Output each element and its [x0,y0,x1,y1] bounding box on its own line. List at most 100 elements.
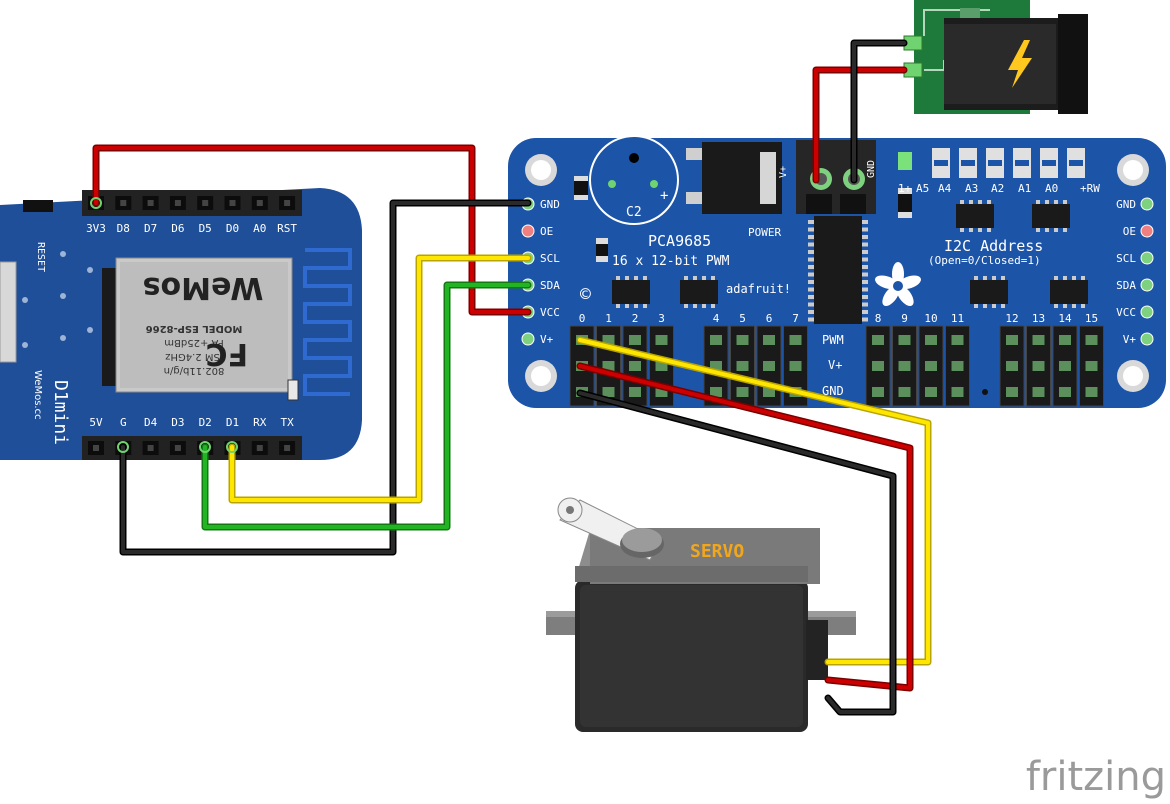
terminal-vplus-label: V+ [778,166,789,178]
servo-header-pin[interactable] [710,361,722,371]
servo-header-pin[interactable] [736,335,749,345]
lightning-icon [1008,40,1032,88]
channel-label: 11 [951,312,964,325]
chip-subtitle: 16 x 12-bit PWM [612,254,730,269]
pca9685-ic [814,216,862,324]
channel-label: 2 [632,312,639,325]
servo-header-pin[interactable] [629,387,641,397]
pca-left-pin[interactable] [521,224,535,238]
channel-label: 6 [766,312,773,325]
wemos-module-logo: WeMos [143,270,264,305]
antenna-trace [303,248,352,396]
servo-header-pin[interactable] [1059,335,1071,345]
servo-header-pin[interactable] [1085,387,1098,397]
vplus-row-label: V+ [828,358,842,372]
servo-header-pin[interactable] [763,335,775,345]
address-label: A3 [965,182,978,195]
gnd-row-label: GND [822,384,844,398]
servo-header-pin[interactable] [898,361,911,371]
i2c-address-title: I2C Address [944,237,1043,255]
servo-header-pin[interactable] [1032,361,1045,371]
servo-header-pin[interactable] [1006,387,1018,397]
servo-header-pin[interactable] [925,335,937,345]
reset-label: RESET [35,242,46,272]
terminal-gnd-label: GND [866,160,877,178]
pca-right-pin[interactable] [1140,305,1154,319]
servo-header-pin[interactable] [789,335,802,345]
cap-label: C2 [626,205,642,220]
pca-right-pin[interactable] [1140,197,1154,211]
pca-left-pin-label: V+ [540,333,554,346]
address-label: 1+ [898,182,912,195]
adafruit-flower-logo [875,262,921,307]
servo-header-pin[interactable] [1085,361,1098,371]
wemos-top-pin-label: 3V3 [86,222,106,235]
pca-right-pin-label: VCC [1116,306,1136,319]
pca-right-pin[interactable] [1140,224,1154,238]
copyright-mark: © [580,284,591,305]
servo-header-pin[interactable] [763,387,775,397]
pwm-row-label: PWM [822,333,844,347]
wemos-top-pin-label: D5 [199,222,212,235]
usb-connector [0,261,17,363]
pca-right-pin[interactable] [1140,332,1154,346]
servo-header-pin[interactable] [925,361,937,371]
servo-header-pin[interactable] [1032,335,1045,345]
servo-header-pin[interactable] [655,387,668,397]
servo-header-pin[interactable] [1006,361,1018,371]
servo-header-pin[interactable] [655,361,668,371]
wemos-bottom-pin-label: G [120,416,127,429]
wemos-top-pin-label: A0 [253,222,266,235]
servo-header-pin[interactable] [898,335,911,345]
resistor-network [612,280,650,304]
pca-left-pin[interactable] [521,332,535,346]
servo-header-pin[interactable] [736,387,749,397]
channel-label: 5 [739,312,746,325]
servo-header-pin[interactable] [710,387,722,397]
wemos-bottom-pin-label: 5V [89,416,103,429]
wires [92,39,932,716]
servo-header-pin[interactable] [951,335,964,345]
channel-label: 12 [1005,312,1018,325]
servo-header-pin[interactable] [872,387,884,397]
servo-header-pin[interactable] [1059,387,1071,397]
servo-header-pin[interactable] [1085,335,1098,345]
servo-header-pin[interactable] [951,387,964,397]
servo-header-pin[interactable] [872,361,884,371]
servo-header-pin[interactable] [602,387,615,397]
wemos-top-pin-label: D0 [226,222,239,235]
fcc-logo: FC [205,336,248,371]
servo-header-pin[interactable] [789,361,802,371]
reset-button[interactable] [23,200,53,212]
pca-right-pin[interactable] [1140,251,1154,265]
pca-right-pin[interactable] [1140,278,1154,292]
servo-header-pin[interactable] [602,335,615,345]
servo-header-pin[interactable] [629,335,641,345]
servo-header-pin[interactable] [1032,387,1045,397]
servo-header-pin[interactable] [710,335,722,345]
servo-header-pin[interactable] [1059,361,1071,371]
servo-header-pin[interactable] [951,361,964,371]
channel-label: 15 [1085,312,1098,325]
servo-header-pin[interactable] [602,361,615,371]
wire-endpoints [90,197,238,453]
servo-header-pin[interactable] [629,361,641,371]
servo-header-pin[interactable] [1006,335,1018,345]
pca-left-pin-label: VCC [540,306,560,319]
address-label: +RW [1080,182,1100,195]
servo-header-pin[interactable] [925,387,937,397]
servo-header-pin[interactable] [763,361,775,371]
wemos-bottom-pin-label: TX [280,416,294,429]
servo-header-pin[interactable] [655,335,668,345]
top-header [82,190,302,216]
power-label: POWER [748,226,781,239]
wemos-bottom-pin-label: D4 [144,416,158,429]
servo-header-pin[interactable] [872,335,884,345]
pca-left-pin-label: SDA [540,279,560,292]
servo-header-pin[interactable] [898,387,911,397]
svg-text:+: + [660,188,668,204]
servo-header-pin[interactable] [736,361,749,371]
module-line-1: 802.11b/g/n [164,365,225,376]
